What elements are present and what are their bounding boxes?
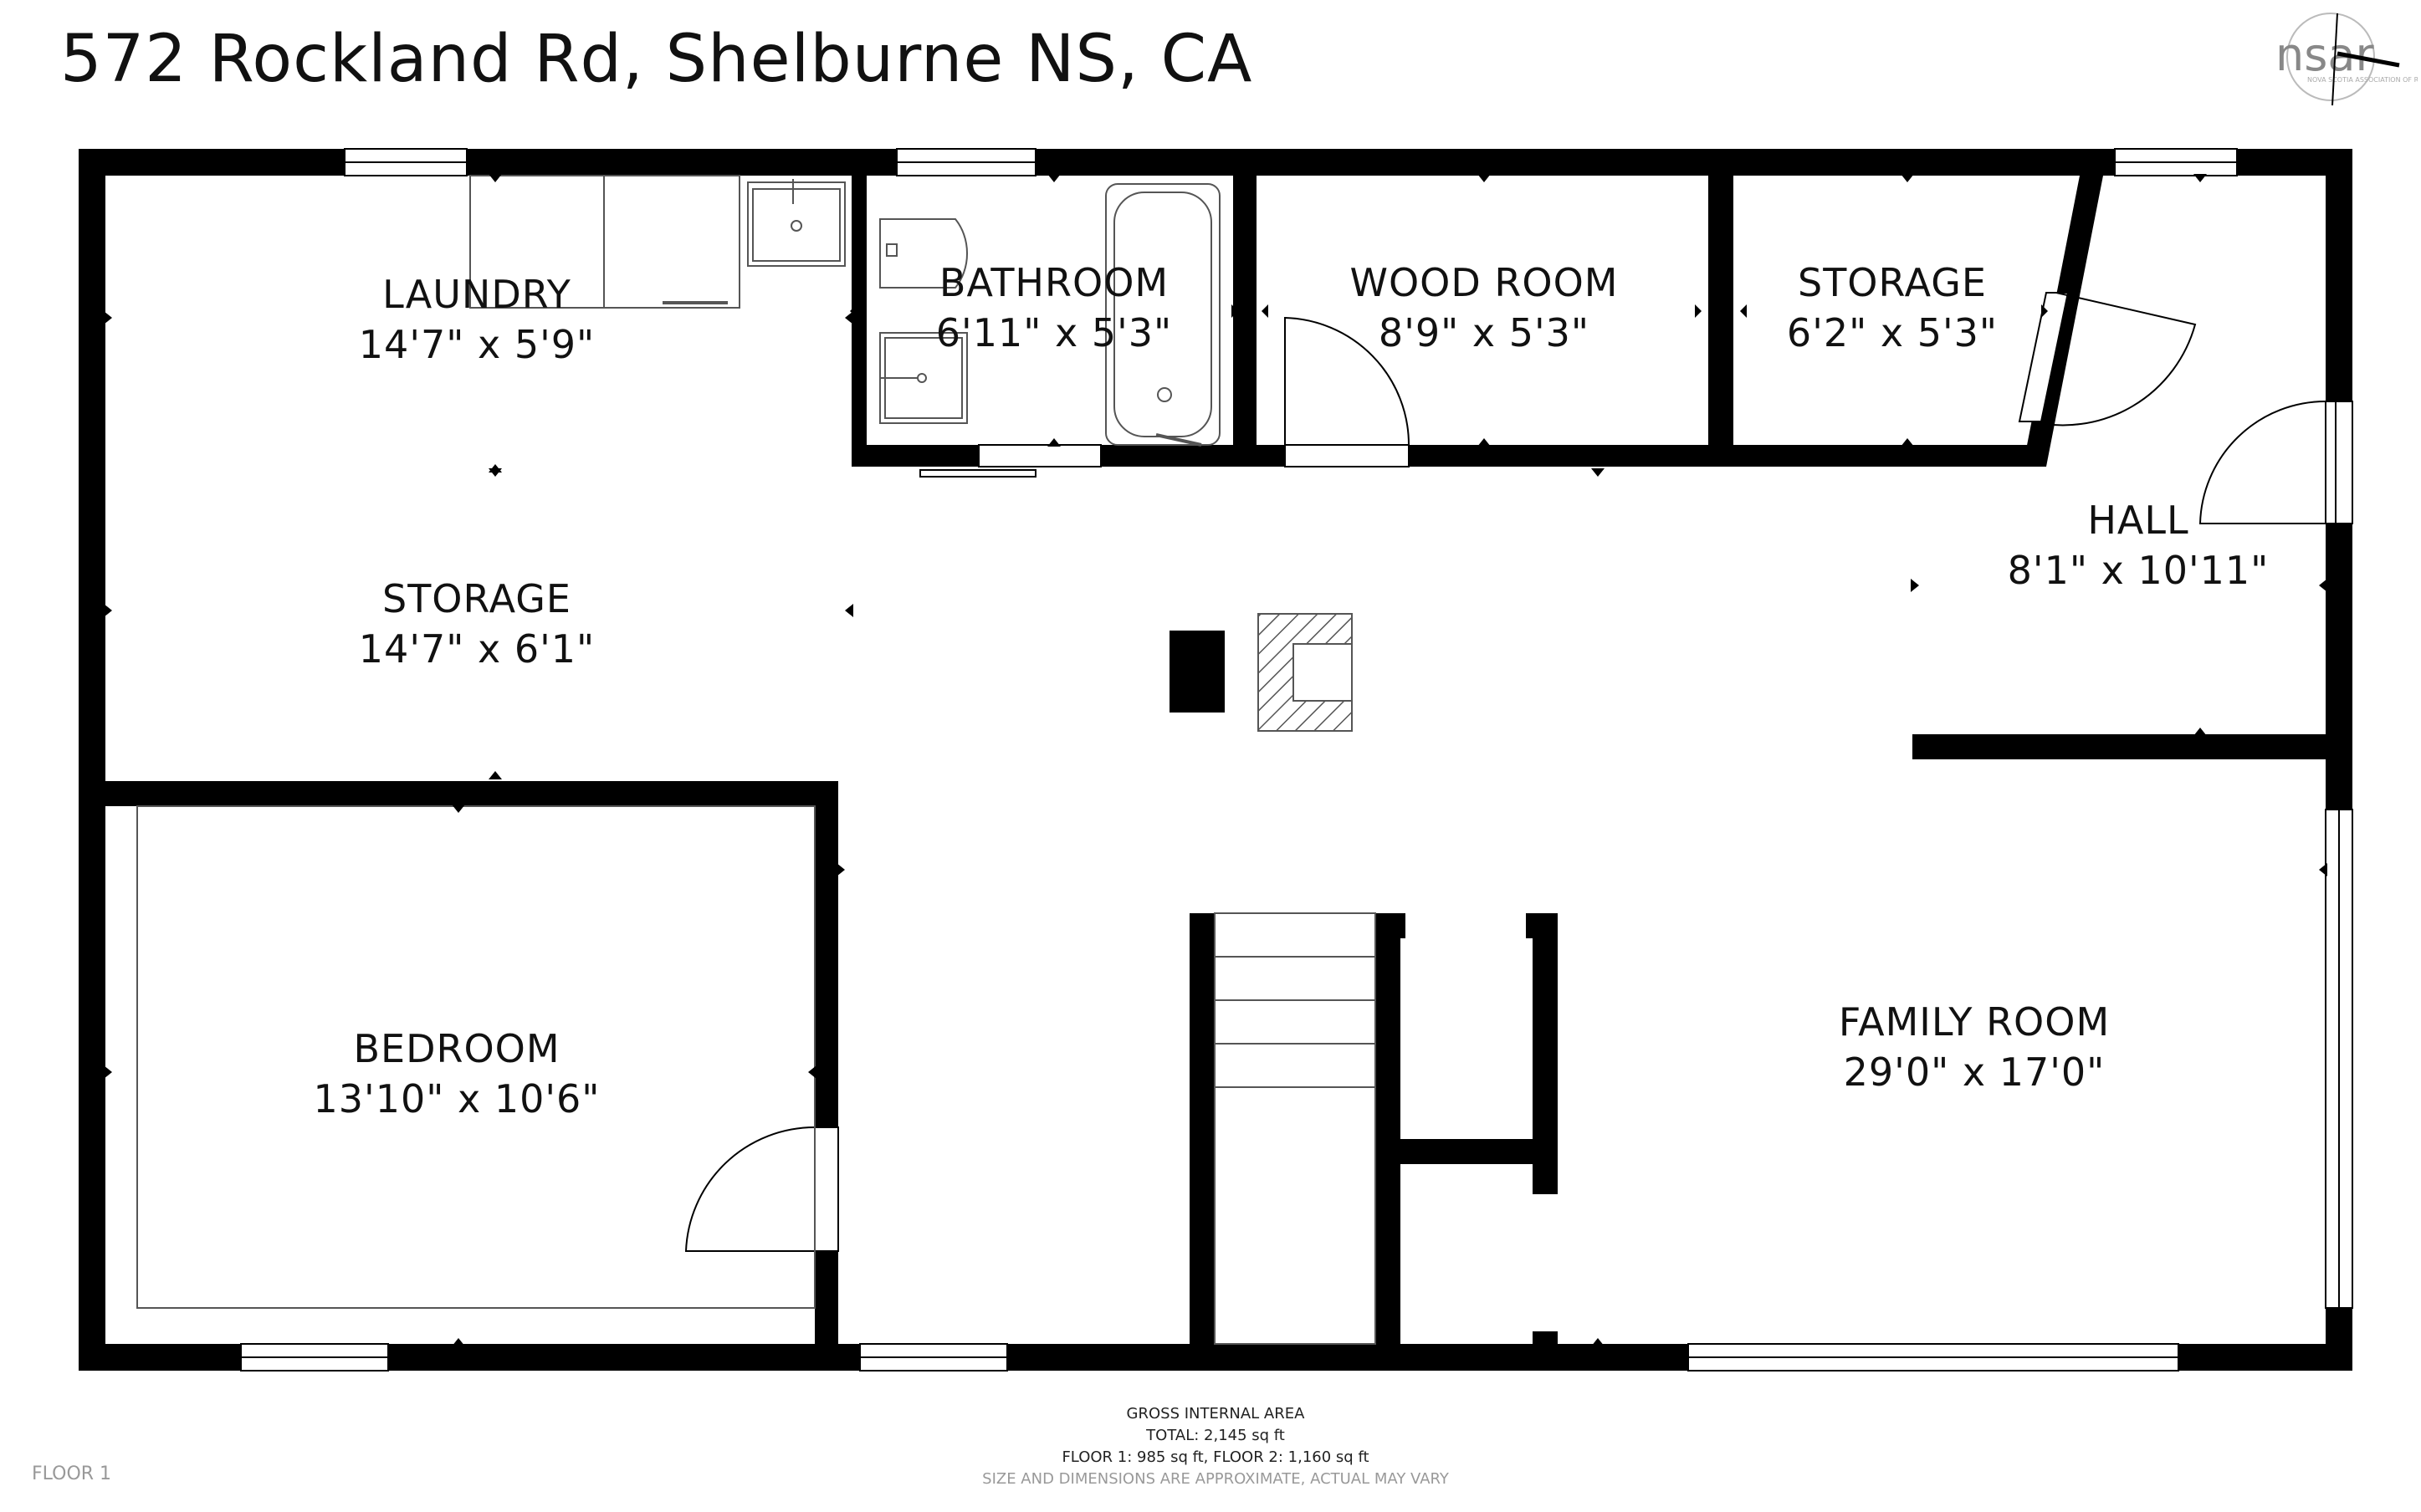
wall-stub-bottom — [1533, 1331, 1558, 1348]
wall-wood-storage — [1708, 149, 1733, 467]
room-name: STORAGE — [1798, 260, 1987, 305]
fixtures — [136, 175, 1376, 1345]
room-name: BATHROOM — [939, 260, 1170, 305]
room-wood-room: WOOD ROOM 8'9" x 5'3" — [1349, 258, 1618, 358]
wall-bath-wood — [1233, 149, 1257, 467]
chimney-post — [1170, 631, 1225, 713]
room-storage-left: STORAGE 14'7" x 6'1" — [359, 574, 595, 674]
room-dims: 6'2" x 5'3" — [1786, 310, 1999, 355]
room-dims: 6'11" x 5'3" — [935, 310, 1173, 355]
wall-bedroom-right — [815, 781, 838, 1371]
wall-stair-right — [1375, 913, 1400, 1371]
wall-stair-cap — [1375, 913, 1405, 938]
room-dims: 8'9" x 5'3" — [1378, 310, 1590, 355]
room-family-room: FAMILY ROOM 29'0" x 17'0" — [1839, 997, 2110, 1097]
room-bathroom: BATHROOM 6'11" x 5'3" — [936, 258, 1172, 358]
room-name: BEDROOM — [353, 1026, 560, 1071]
wall-stair-left — [1190, 913, 1215, 1371]
room-dims: 13'10" x 10'6" — [313, 1076, 601, 1121]
windows — [240, 148, 2353, 1372]
bathtub — [1105, 183, 1221, 446]
gross-internal-area: GROSS INTERNAL AREA TOTAL: 2,145 sq ft F… — [982, 1403, 1449, 1490]
doors — [684, 292, 2337, 1252]
room-dims: 14'7" x 6'1" — [358, 626, 596, 672]
property-address: 572 Rockland Rd, Shelburne NS, CA — [60, 22, 1253, 97]
wall-laundry-bath — [852, 149, 867, 467]
dryer — [603, 175, 740, 309]
room-storage-top: STORAGE 6'2" x 5'3" — [1787, 258, 1998, 358]
toilet — [879, 218, 969, 289]
wall-left — [79, 149, 105, 1371]
room-dims: 8'1" x 10'11" — [2007, 548, 2270, 593]
logo-text: nsar — [2275, 28, 2374, 81]
area-total: TOTAL: 2,145 sq ft — [1146, 1427, 1285, 1444]
room-name: HALL — [2087, 498, 2189, 543]
room-name: STORAGE — [382, 576, 571, 621]
laundry-sink — [747, 181, 846, 267]
nsar-logo: nsar NOVA SCOTIA ASSOCIATION OF REALTORS — [2275, 13, 2418, 105]
room-bedroom: BEDROOM 13'10" x 10'6" — [314, 1024, 601, 1124]
wall-stub-horizontal — [1400, 1139, 1558, 1164]
room-dims: 14'7" x 5'9" — [358, 322, 596, 367]
room-name: LAUNDRY — [382, 272, 571, 317]
room-laundry: LAUNDRY 14'7" x 5'9" — [359, 269, 595, 370]
floor-label: FLOOR 1 — [32, 1463, 112, 1484]
room-name: WOOD ROOM — [1349, 260, 1619, 305]
area-heading: GROSS INTERNAL AREA — [1126, 1405, 1305, 1423]
area-floors: FLOOR 1: 985 sq ft, FLOOR 2: 1,160 sq ft — [1062, 1448, 1369, 1466]
area-note: SIZE AND DIMENSIONS ARE APPROXIMATE, ACT… — [982, 1470, 1449, 1488]
dimension-markers — [104, 174, 2327, 1346]
logo-tagline: NOVA SCOTIA ASSOCIATION OF REALTORS — [2307, 76, 2418, 84]
wall-hall-bottom — [1912, 734, 2326, 759]
staircase — [1214, 912, 1376, 1345]
fireplace — [1257, 613, 1353, 732]
room-name: FAMILY ROOM — [1838, 999, 2111, 1045]
wall-stub-cap — [1526, 913, 1558, 938]
wall-bedroom-top — [79, 781, 838, 806]
room-hall: HALL 8'1" x 10'11" — [2008, 495, 2270, 595]
room-dims: 29'0" x 17'0" — [1843, 1050, 2106, 1095]
